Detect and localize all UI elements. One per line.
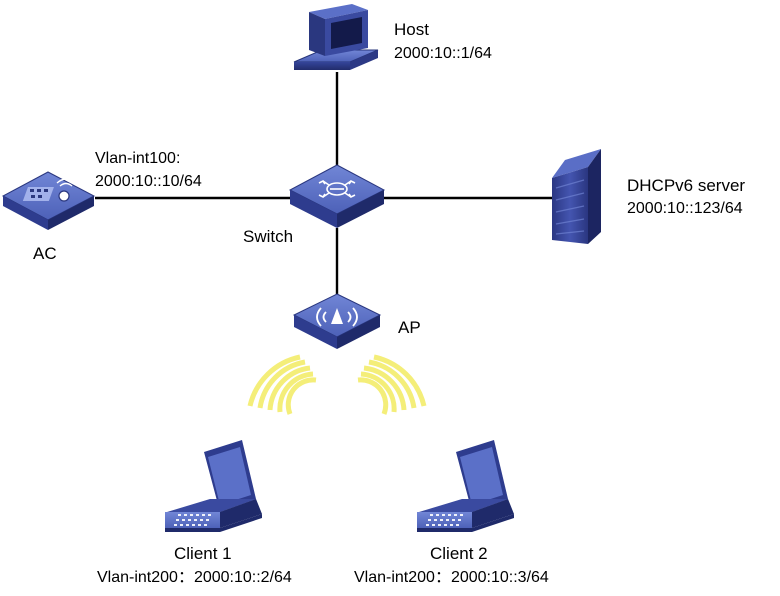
client2-name-label: Client 2 — [430, 544, 488, 563]
links — [95, 72, 552, 298]
dhcpv6-server-icon — [552, 149, 601, 244]
host-ip-label: 2000:10::1/64 — [394, 45, 492, 62]
host-computer-icon — [293, 4, 379, 70]
client1-address-label: Vlan-int200：2000:10::2/64 — [97, 569, 292, 586]
ap-name-label: AP — [398, 318, 421, 337]
access-point-icon — [292, 293, 382, 349]
wireless-signal-right-icon — [357, 354, 427, 415]
ac-controller-icon — [1, 171, 96, 230]
dhcp-name-label: DHCPv6 server — [627, 176, 746, 195]
client1-laptop-icon — [165, 440, 262, 532]
ac-ip-label: 2000:10::10/64 — [95, 173, 202, 190]
ac-name-label: AC — [33, 244, 57, 263]
client2-laptop-icon — [417, 440, 514, 532]
client1-name-label: Client 1 — [174, 544, 232, 563]
host-name-label: Host — [394, 20, 429, 39]
client2-address-label: Vlan-int200：2000:10::3/64 — [354, 569, 549, 586]
switch-name-label: Switch — [243, 227, 294, 246]
dhcp-ip-label: 2000:10::123/64 — [627, 200, 743, 217]
switch-icon — [288, 164, 386, 228]
wireless-signal-left-icon — [247, 354, 317, 415]
ac-interface-label: Vlan-int100: — [95, 150, 181, 167]
